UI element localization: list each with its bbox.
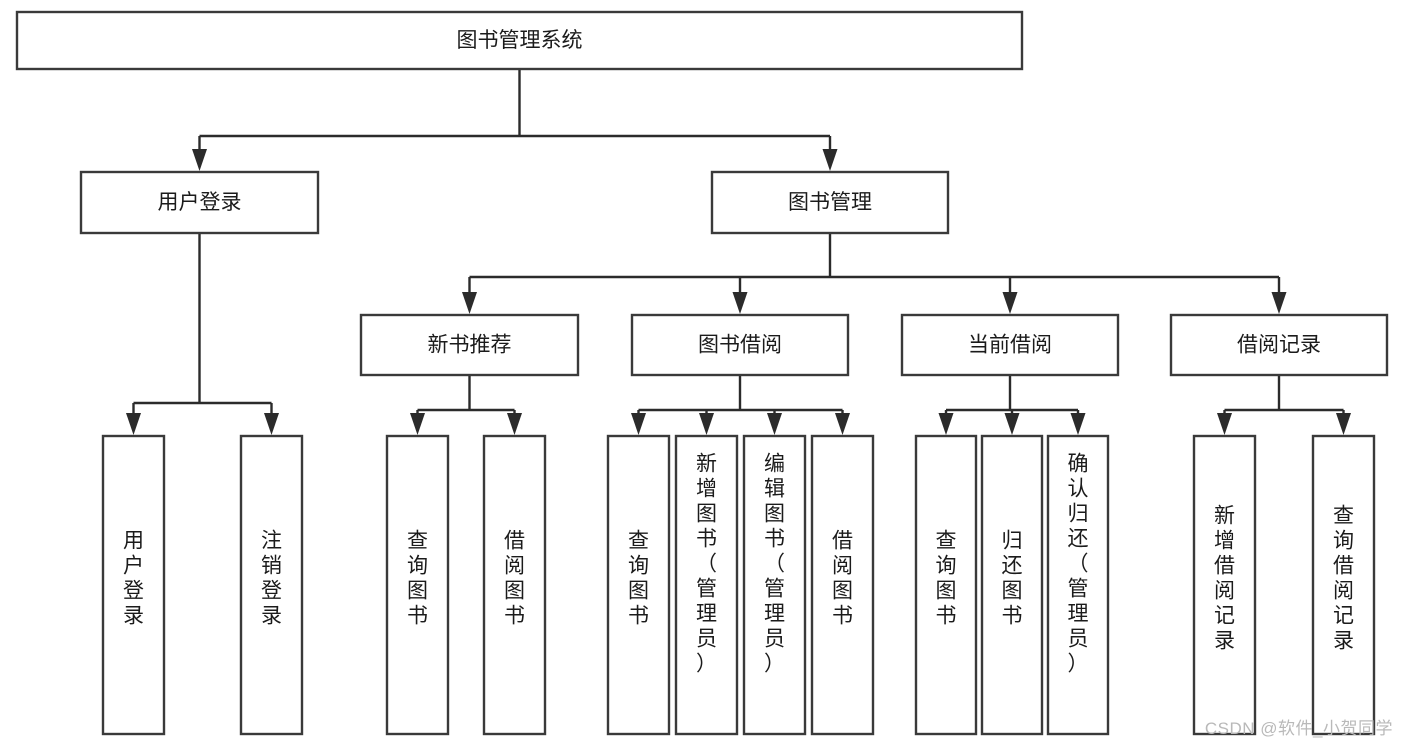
node-leaf-record-add[interactable]: 新增借阅记录 bbox=[1192, 434, 1257, 736]
connector-group bbox=[631, 375, 850, 435]
node-label-login: 用户登录 bbox=[158, 191, 242, 214]
arrow-head-icon bbox=[767, 413, 782, 435]
node-label-leaf-newbook-borrow: 借阅图书 bbox=[504, 530, 525, 628]
node-records[interactable]: 借阅记录 bbox=[1169, 313, 1389, 377]
connector-group bbox=[938, 375, 1086, 435]
arrow-head-icon bbox=[822, 149, 838, 171]
node-label-current: 当前借阅 bbox=[968, 334, 1052, 357]
node-box-leaf-user-login[interactable] bbox=[101, 434, 166, 736]
arrow-head-icon bbox=[192, 149, 207, 171]
arrow-head-icon bbox=[1070, 413, 1086, 435]
arrow-head-icon bbox=[507, 413, 522, 435]
csdn-watermark: CSDN @软件_小贺同学 bbox=[1204, 719, 1393, 738]
node-label-leaf-current-confirm: 确认归还（管理员） bbox=[1068, 453, 1089, 676]
node-box-leaf-borrow-lend[interactable] bbox=[810, 434, 875, 736]
node-label-records: 借阅记录 bbox=[1237, 334, 1321, 357]
node-leaf-current-query[interactable]: 查询图书 bbox=[914, 434, 978, 736]
node-label-leaf-current-query: 查询图书 bbox=[936, 530, 957, 628]
node-label-leaf-borrow-lend: 借阅图书 bbox=[832, 530, 853, 628]
node-box-leaf-current-query[interactable] bbox=[914, 434, 978, 736]
arrow-head-icon bbox=[938, 413, 954, 435]
node-label-leaf-borrow-query: 查询图书 bbox=[628, 530, 649, 628]
connector-group bbox=[410, 375, 522, 435]
node-label-leaf-user-logout: 注销登录 bbox=[261, 530, 282, 628]
node-borrow[interactable]: 图书借阅 bbox=[630, 313, 850, 377]
node-label-bookmgmt: 图书管理 bbox=[788, 191, 872, 214]
node-current[interactable]: 当前借阅 bbox=[900, 313, 1120, 377]
nodes-layer: 图书管理系统用户登录图书管理新书推荐图书借阅当前借阅借阅记录用户登录注销登录查询… bbox=[15, 10, 1389, 736]
node-label-leaf-record-query: 查询借阅记录 bbox=[1333, 505, 1354, 653]
connector-group bbox=[126, 233, 279, 435]
arrow-head-icon bbox=[410, 413, 425, 435]
arrow-head-icon bbox=[1004, 413, 1020, 435]
arrow-head-icon bbox=[1217, 413, 1232, 435]
arrow-head-icon bbox=[126, 413, 141, 435]
node-box-current[interactable] bbox=[900, 313, 1120, 377]
node-login[interactable]: 用户登录 bbox=[79, 170, 320, 235]
node-box-leaf-newbook-borrow[interactable] bbox=[482, 434, 547, 736]
node-label-leaf-borrow-edit: 编辑图书（管理员） bbox=[764, 453, 785, 676]
node-box-leaf-current-return[interactable] bbox=[980, 434, 1044, 736]
node-box-leaf-user-logout[interactable] bbox=[239, 434, 304, 736]
connector-group bbox=[462, 233, 1287, 314]
node-leaf-current-return[interactable]: 归还图书 bbox=[980, 434, 1044, 736]
node-box-leaf-borrow-edit[interactable] bbox=[742, 434, 807, 736]
node-leaf-borrow-query[interactable]: 查询图书 bbox=[606, 434, 671, 736]
arrow-head-icon bbox=[699, 413, 714, 435]
arrow-head-icon bbox=[631, 413, 646, 435]
arrow-head-icon bbox=[1336, 413, 1351, 435]
connector-group bbox=[1217, 375, 1351, 435]
node-label-leaf-current-return: 归还图书 bbox=[1002, 530, 1023, 628]
node-label-leaf-borrow-add: 新增图书（管理员） bbox=[696, 453, 717, 676]
node-box-borrow[interactable] bbox=[630, 313, 850, 377]
node-leaf-current-confirm[interactable]: 确认归还（管理员） bbox=[1046, 434, 1110, 736]
node-leaf-borrow-lend[interactable]: 借阅图书 bbox=[810, 434, 875, 736]
node-box-leaf-record-add[interactable] bbox=[1192, 434, 1257, 736]
node-box-leaf-newbook-query[interactable] bbox=[385, 434, 450, 736]
node-box-login[interactable] bbox=[79, 170, 320, 235]
arrow-head-icon bbox=[835, 413, 850, 435]
arrow-head-icon bbox=[732, 292, 748, 314]
node-box-leaf-record-query[interactable] bbox=[1311, 434, 1376, 736]
node-label-borrow: 图书借阅 bbox=[698, 334, 782, 357]
node-root[interactable]: 图书管理系统 bbox=[15, 10, 1024, 71]
arrow-head-icon bbox=[1002, 292, 1018, 314]
node-leaf-newbook-query[interactable]: 查询图书 bbox=[385, 434, 450, 736]
node-box-root[interactable] bbox=[15, 10, 1024, 71]
arrow-head-icon bbox=[264, 413, 279, 435]
node-leaf-newbook-borrow[interactable]: 借阅图书 bbox=[482, 434, 547, 736]
node-leaf-borrow-add[interactable]: 新增图书（管理员） bbox=[674, 434, 739, 736]
node-label-leaf-user-login: 用户登录 bbox=[123, 530, 144, 628]
node-box-bookmgmt[interactable] bbox=[710, 170, 950, 235]
node-leaf-borrow-edit[interactable]: 编辑图书（管理员） bbox=[742, 434, 807, 736]
node-leaf-user-login[interactable]: 用户登录 bbox=[101, 434, 166, 736]
node-box-leaf-borrow-add[interactable] bbox=[674, 434, 739, 736]
node-box-records[interactable] bbox=[1169, 313, 1389, 377]
arrow-head-icon bbox=[1271, 292, 1287, 314]
node-box-leaf-borrow-query[interactable] bbox=[606, 434, 671, 736]
connector-group bbox=[192, 69, 838, 171]
node-label-root: 图书管理系统 bbox=[457, 29, 583, 52]
node-label-leaf-record-add: 新增借阅记录 bbox=[1214, 505, 1235, 653]
node-leaf-user-logout[interactable]: 注销登录 bbox=[239, 434, 304, 736]
node-label-leaf-newbook-query: 查询图书 bbox=[407, 530, 428, 628]
node-box-leaf-current-confirm[interactable] bbox=[1046, 434, 1110, 736]
node-leaf-record-query[interactable]: 查询借阅记录 bbox=[1311, 434, 1376, 736]
arrow-head-icon bbox=[462, 292, 477, 314]
edges-layer bbox=[126, 69, 1351, 435]
node-label-newbook: 新书推荐 bbox=[428, 334, 512, 357]
node-newbook[interactable]: 新书推荐 bbox=[359, 313, 580, 377]
node-bookmgmt[interactable]: 图书管理 bbox=[710, 170, 950, 235]
node-box-newbook[interactable] bbox=[359, 313, 580, 377]
